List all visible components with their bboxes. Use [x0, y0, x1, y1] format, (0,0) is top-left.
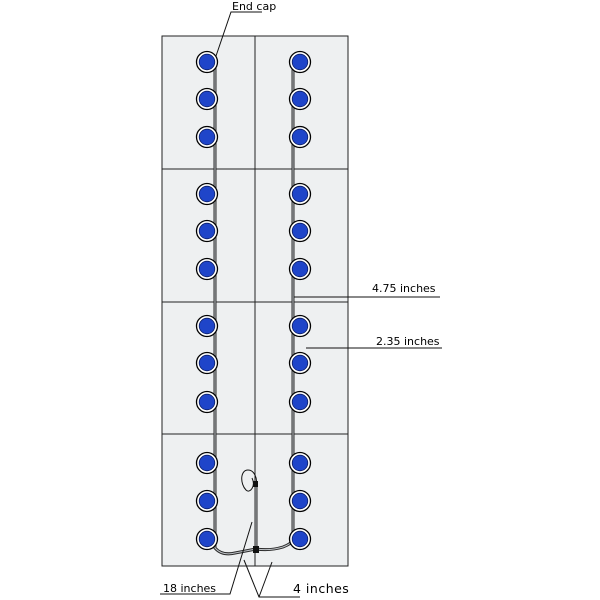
- spacing-short-label: 2.35 inches: [376, 335, 440, 348]
- planting-site: [195, 125, 219, 149]
- end-cap-leader: [215, 11, 262, 57]
- feed-length-label: 18 inches: [163, 582, 216, 595]
- planting-site: [288, 219, 312, 243]
- planting-site: [288, 351, 312, 375]
- planting-site: [195, 390, 219, 414]
- site-pot: [291, 185, 309, 203]
- planting-site: [288, 489, 312, 513]
- planting-site: [288, 451, 312, 475]
- site-pot: [198, 128, 216, 146]
- site-pot: [198, 185, 216, 203]
- annotations: [160, 11, 442, 598]
- site-pot: [198, 90, 216, 108]
- planting-site: [288, 314, 312, 338]
- planting-site: [195, 50, 219, 74]
- site-pot: [291, 530, 309, 548]
- planting-site: [195, 182, 219, 206]
- site-pot: [198, 260, 216, 278]
- site-pot: [198, 317, 216, 335]
- site-pot: [291, 53, 309, 71]
- planting-site: [288, 257, 312, 281]
- planting-site: [288, 182, 312, 206]
- site-pot: [291, 393, 309, 411]
- site-pot: [291, 454, 309, 472]
- tee-offset-label: 4 inches: [293, 581, 349, 596]
- site-pot: [198, 393, 216, 411]
- spacing-long-label: 4.75 inches: [372, 282, 436, 295]
- coupler: [253, 481, 258, 487]
- site-pot: [291, 317, 309, 335]
- planting-site: [195, 219, 219, 243]
- planting-site: [195, 351, 219, 375]
- site-pot: [198, 222, 216, 240]
- site-pot: [198, 530, 216, 548]
- site-pot: [291, 90, 309, 108]
- planting-site: [195, 257, 219, 281]
- planting-site: [288, 390, 312, 414]
- site-pot: [198, 354, 216, 372]
- planting-site: [288, 125, 312, 149]
- site-pot: [291, 260, 309, 278]
- site-pot: [291, 492, 309, 510]
- site-pot: [198, 454, 216, 472]
- site-pot: [291, 222, 309, 240]
- planting-site: [195, 527, 219, 551]
- planting-site: [195, 489, 219, 513]
- feed-length-leader: [160, 521, 253, 595]
- end-cap-label: End cap: [232, 0, 276, 13]
- planting-site: [288, 50, 312, 74]
- site-pot: [198, 53, 216, 71]
- planting-sites: [195, 50, 312, 551]
- tee-offset-leader-b: [258, 561, 273, 598]
- tee-fitting: [253, 546, 259, 553]
- planting-site: [288, 527, 312, 551]
- planting-site: [195, 314, 219, 338]
- coiled-feed-tube: [241, 469, 257, 492]
- site-pot: [291, 354, 309, 372]
- planting-site: [195, 451, 219, 475]
- site-pot: [291, 128, 309, 146]
- planting-site: [288, 87, 312, 111]
- planting-site: [195, 87, 219, 111]
- site-pot: [198, 492, 216, 510]
